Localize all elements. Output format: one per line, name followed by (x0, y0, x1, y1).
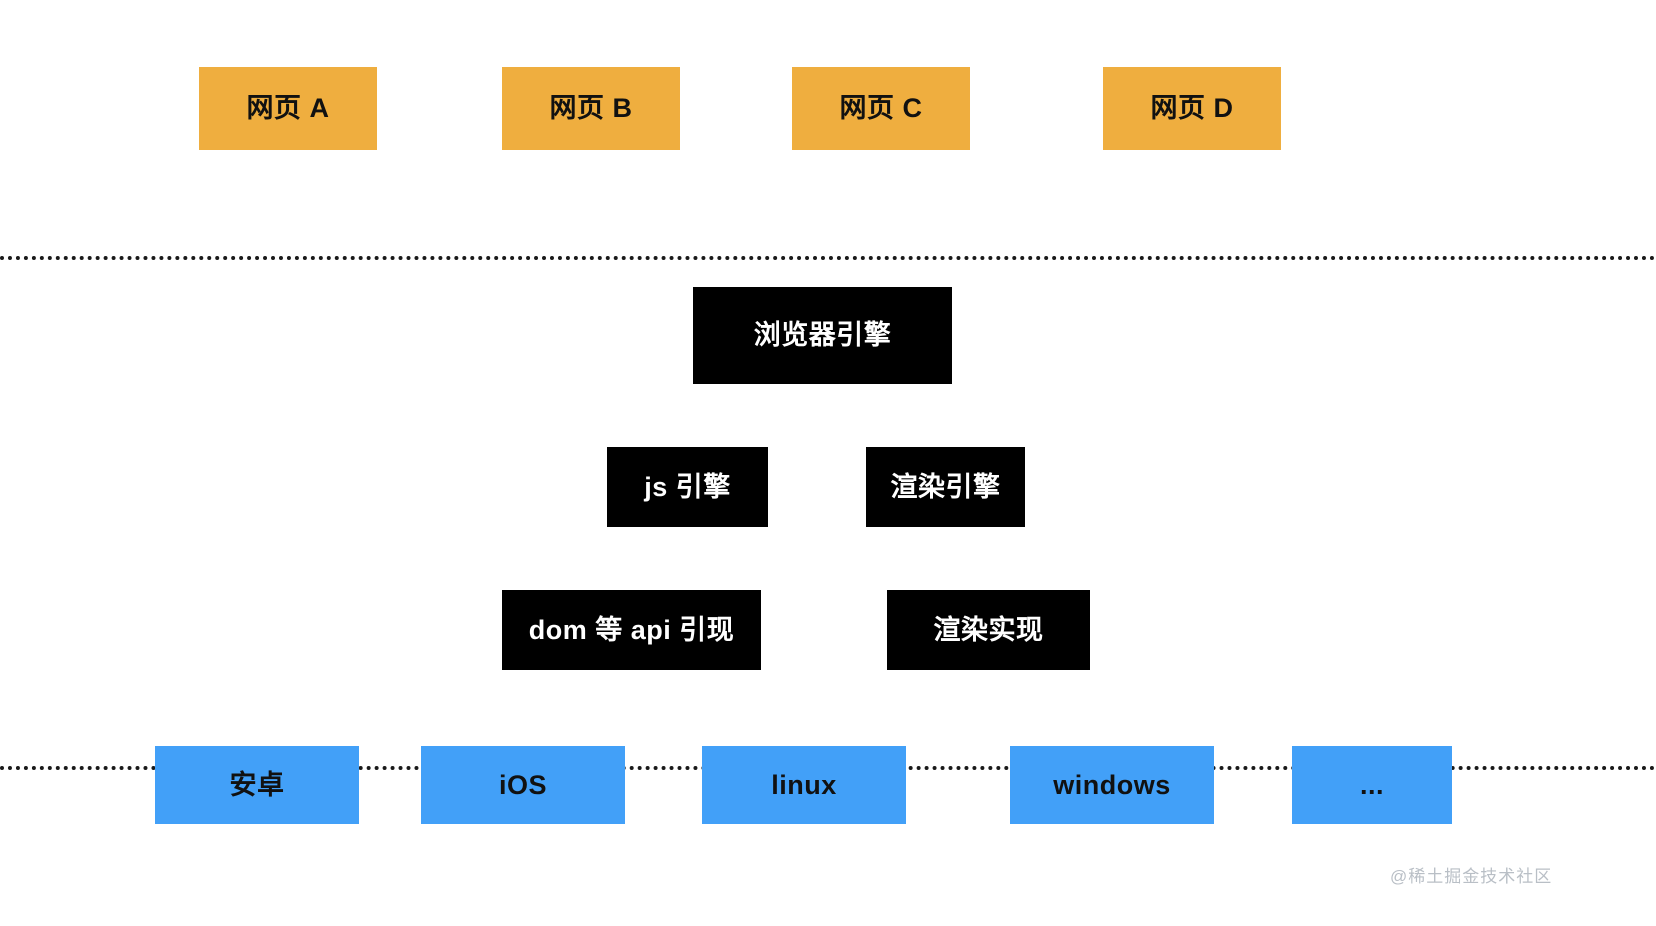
node-render-engine[interactable]: 渲染引擎 (866, 447, 1025, 527)
node-js-engine[interactable]: js 引擎 (607, 447, 768, 527)
node-web-page-c[interactable]: 网页 C (792, 67, 970, 150)
node-os-linux[interactable]: linux (702, 746, 906, 824)
node-web-page-b[interactable]: 网页 B (502, 67, 680, 150)
node-os-more[interactable]: ... (1292, 746, 1452, 824)
node-dom-api-impl[interactable]: dom 等 api 引现 (502, 590, 761, 670)
node-os-ios[interactable]: iOS (421, 746, 625, 824)
node-render-impl[interactable]: 渲染实现 (887, 590, 1090, 670)
divider-web-engine (0, 256, 1656, 260)
node-web-page-d[interactable]: 网页 D (1103, 67, 1281, 150)
node-browser-engine[interactable]: 浏览器引擎 (693, 287, 952, 384)
node-web-page-a[interactable]: 网页 A (199, 67, 377, 150)
node-os-android[interactable]: 安卓 (155, 746, 359, 824)
node-os-windows[interactable]: windows (1010, 746, 1214, 824)
watermark: @稀土掘金技术社区 (1390, 867, 1553, 886)
